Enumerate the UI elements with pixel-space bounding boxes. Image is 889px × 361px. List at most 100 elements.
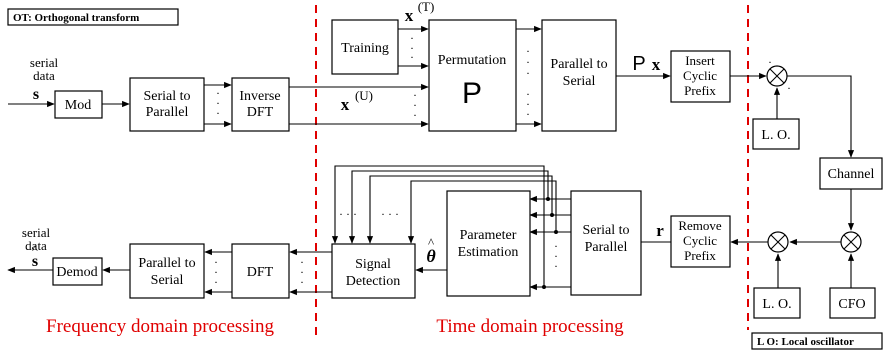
- dots: ·: [413, 98, 417, 112]
- feedback-lines: [331, 165, 558, 289]
- s2p-tx-label-2: Parallel: [146, 105, 189, 120]
- serial-in-label-1: serial: [30, 55, 59, 70]
- signal-theta: θ: [426, 246, 436, 266]
- dots: ·: [768, 55, 772, 69]
- param-est-label-2: Estimation: [458, 245, 519, 260]
- s-hat-icon: ^: [32, 242, 38, 256]
- signal-det-label-1: Signal: [355, 257, 391, 272]
- demod-block: [52, 257, 103, 286]
- s2p-tx-block: [129, 77, 205, 132]
- tx-mixer-icon: [766, 65, 788, 87]
- p2s-rx-label-2: Serial: [151, 273, 184, 288]
- arrow-mixer-channel: [787, 75, 855, 158]
- signal-s-hat: s: [32, 253, 38, 270]
- lo-note: L O: Local oscillator: [757, 336, 854, 348]
- signal-s: s: [33, 86, 39, 103]
- cfo-block: [829, 287, 876, 319]
- dots: ·: [214, 275, 218, 289]
- insert-cp-label-3: Prefix: [684, 83, 716, 98]
- idft-label-2: DFT: [247, 105, 274, 120]
- dots: ·: [526, 55, 530, 69]
- lo-tx-block: [752, 118, 800, 150]
- p2s-rx-label-1: Parallel to: [138, 256, 195, 271]
- serial-out-label-1: serial: [22, 225, 51, 240]
- theta-hat-icon: ^: [428, 235, 434, 250]
- demod-label: Demod: [56, 265, 97, 280]
- remove-cp-label-2: Cyclic: [683, 233, 717, 248]
- dots: ·: [413, 88, 417, 102]
- region-frequency-label: Frequency domain processing: [46, 316, 274, 337]
- dots: ·: [787, 81, 791, 95]
- idft-block: [231, 77, 290, 132]
- ot-note: OT: Orthogonal transform: [13, 12, 139, 24]
- dots: ·: [410, 50, 414, 64]
- lo-note-box: [751, 332, 883, 350]
- permutation-label: Permutation: [438, 53, 506, 68]
- mod-label: Mod: [65, 98, 91, 113]
- lo-rx-block: [753, 287, 801, 319]
- param-est-label-1: Parameter: [460, 228, 517, 243]
- p2s-tx-block: [541, 19, 617, 132]
- signal-x-t-sup: (T): [418, 0, 435, 14]
- dots: ·: [526, 66, 530, 80]
- signal-det-block: [331, 243, 416, 299]
- signal-x-t: x: [405, 6, 414, 25]
- lo-rx-label: L. O.: [762, 297, 791, 312]
- dots: ·: [526, 97, 530, 111]
- remove-cp-label-3: Prefix: [684, 248, 716, 263]
- dots: ·: [216, 86, 220, 100]
- channel-label: Channel: [828, 167, 875, 182]
- p2s-tx-label-2: Serial: [563, 74, 596, 89]
- remove-cp-label-1: Remove: [678, 218, 722, 233]
- p2s-tx-label-1: Parallel to: [550, 57, 607, 72]
- s2p-rx-block: [570, 190, 642, 296]
- signal-px-p: P: [632, 53, 645, 75]
- ot-note-box: [7, 8, 179, 26]
- dots: ·: [554, 259, 558, 273]
- cfo-label: CFO: [838, 297, 865, 312]
- lo-tx-label: L. O.: [761, 128, 790, 143]
- serial-in-label-2: data: [33, 68, 55, 83]
- dots: ·: [413, 108, 417, 122]
- dft-block: [231, 243, 290, 299]
- signal-det-label-2: Detection: [346, 274, 400, 289]
- dots: ·: [554, 249, 558, 263]
- signal-x-u-sup: (U): [355, 88, 373, 103]
- insert-cp-label-1: Insert: [685, 53, 715, 68]
- idft-label-1: Inverse: [239, 89, 280, 104]
- permutation-symbol: P: [462, 77, 482, 110]
- signal-r: r: [656, 221, 664, 240]
- dots: ·: [214, 255, 218, 269]
- signal-px-x: x: [652, 55, 661, 74]
- dots: ·: [300, 255, 304, 269]
- permutation-block: [428, 19, 517, 132]
- s2p-rx-label-1: Serial to: [582, 223, 629, 238]
- dots: ·: [216, 106, 220, 120]
- dots: · · ·: [339, 207, 357, 221]
- signal-x-u: x: [341, 95, 350, 114]
- s2p-tx-label-1: Serial to: [143, 89, 190, 104]
- training-block: [331, 19, 399, 75]
- training-label: Training: [341, 41, 389, 56]
- insert-cp-label-2: Cyclic: [683, 68, 717, 83]
- dots: · · ·: [381, 207, 399, 221]
- cfo-mixer-icon: [840, 231, 862, 253]
- param-est-block: [446, 190, 531, 297]
- s2p-rx-label-2: Parallel: [585, 240, 628, 255]
- rx-mixer-icon: [767, 231, 789, 253]
- region-time-label: Time domain processing: [436, 316, 624, 337]
- dots: ·: [300, 275, 304, 289]
- p2s-rx-block: [129, 243, 205, 299]
- dots: ·: [410, 41, 414, 55]
- dots: ·: [410, 31, 414, 45]
- dots: ·: [526, 107, 530, 121]
- dots: ·: [214, 265, 218, 279]
- dots: ·: [526, 44, 530, 58]
- dft-label: DFT: [247, 265, 274, 280]
- serial-out-label-2: data: [25, 238, 47, 253]
- dots: ·: [554, 239, 558, 253]
- dots: ·: [300, 265, 304, 279]
- dots: ·: [526, 87, 530, 101]
- dots: ·: [216, 96, 220, 110]
